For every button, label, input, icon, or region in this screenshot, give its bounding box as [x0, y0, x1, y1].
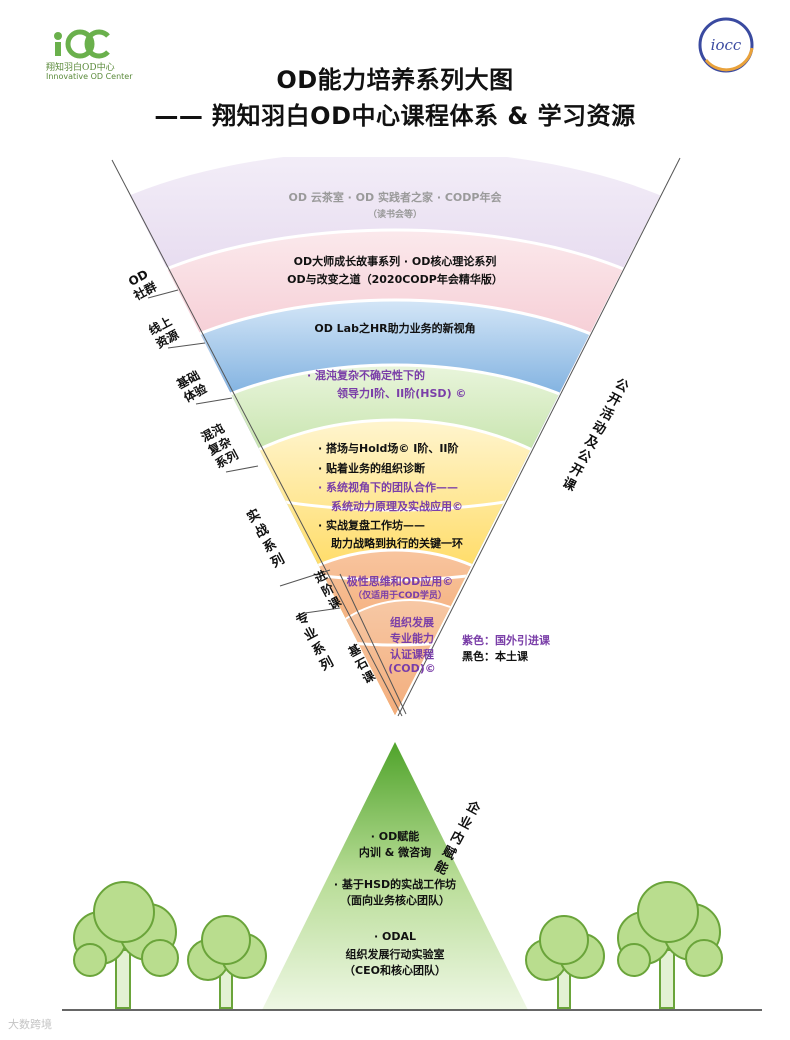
- chaos-line1: · 混沌复杂不确定性下的: [307, 369, 426, 382]
- advanced-line1: 极性思维和OD应用©: [346, 575, 454, 588]
- practice-line5: · 实战复盘工作坊——: [318, 519, 426, 532]
- enterprise-item2-line2: （面向业务核心团队）: [340, 894, 450, 907]
- enterprise-item1-line2: 内训 & 微咨询: [358, 846, 432, 859]
- funnel-right-edge: [397, 157, 681, 717]
- practice-line6: 助力战略到执行的关键一环: [331, 537, 463, 550]
- basic-line1: OD Lab之HR助力业务的新视角: [314, 322, 476, 335]
- page-title: OD能力培养系列大图: [276, 66, 514, 94]
- community-line2: （读书会等）: [367, 210, 422, 220]
- legend-purple: 紫色：国外引进课: [462, 634, 550, 647]
- enterprise-item1-line1: · OD赋能: [370, 830, 420, 843]
- online-line2: OD与改变之道（2020CODP年会精华版）: [287, 273, 503, 286]
- left-logo: 翔知羽白OD中心 Innovative OD Center: [46, 18, 156, 84]
- foundation-line3: 认证课程: [390, 648, 434, 661]
- chaos-line2: 领导力I阶、II阶(HSD) ©: [337, 387, 467, 400]
- inner-divider: [339, 573, 407, 715]
- practice-line1: · 搭场与Hold场© I阶、II阶: [318, 442, 459, 455]
- funnel-left-edge: [111, 159, 403, 717]
- online-line1: OD大师成长故事系列 · OD核心理论系列: [293, 255, 497, 268]
- tree-icon: [187, 915, 267, 1009]
- foundation-line2: 专业能力: [390, 632, 434, 645]
- legend-black: 黑色：本土课: [462, 650, 528, 663]
- watermark: 大数跨境: [8, 1018, 52, 1031]
- foundation-line4: (COD)©: [388, 662, 436, 675]
- practice-line4: 系统动力原理及实战应用©: [331, 500, 463, 513]
- advanced-line2: （仅适用于COD学员）: [353, 591, 447, 601]
- tree-icon: [525, 915, 605, 1009]
- tree-icon: [73, 881, 179, 1009]
- enterprise-item3-line3: （CEO和核心团队）: [344, 964, 446, 977]
- tree-icon: [617, 881, 723, 1009]
- community-line1: OD 云茶室 · OD 实践者之家 · CODP年会: [288, 191, 502, 204]
- foundation-line1: 组织发展: [390, 616, 434, 629]
- practice-advanced-separator: [279, 569, 331, 587]
- enterprise-item2-line1: · 基于HSD的实战工作坊: [333, 878, 457, 891]
- enterprise-triangle: [262, 742, 528, 1010]
- page-subtitle: —— 翔知羽白OD中心课程体系 & 学习资源: [154, 102, 636, 130]
- practice-line3: · 系统视角下的团队合作——: [318, 481, 459, 494]
- logo-name-en: Innovative OD Center: [46, 72, 133, 81]
- enterprise-item3-line2: 组织发展行动实验室: [345, 948, 445, 961]
- ioc-logo-icon: [54, 29, 110, 59]
- enterprise-item3-line1: · ODAL: [373, 930, 416, 943]
- iocc-logo-icon: [698, 17, 754, 73]
- practice-line2: · 贴着业务的组织诊断: [318, 462, 426, 475]
- right-logo-text: iocc: [710, 36, 742, 54]
- logo-name-cn: 翔知羽白OD中心: [46, 63, 115, 73]
